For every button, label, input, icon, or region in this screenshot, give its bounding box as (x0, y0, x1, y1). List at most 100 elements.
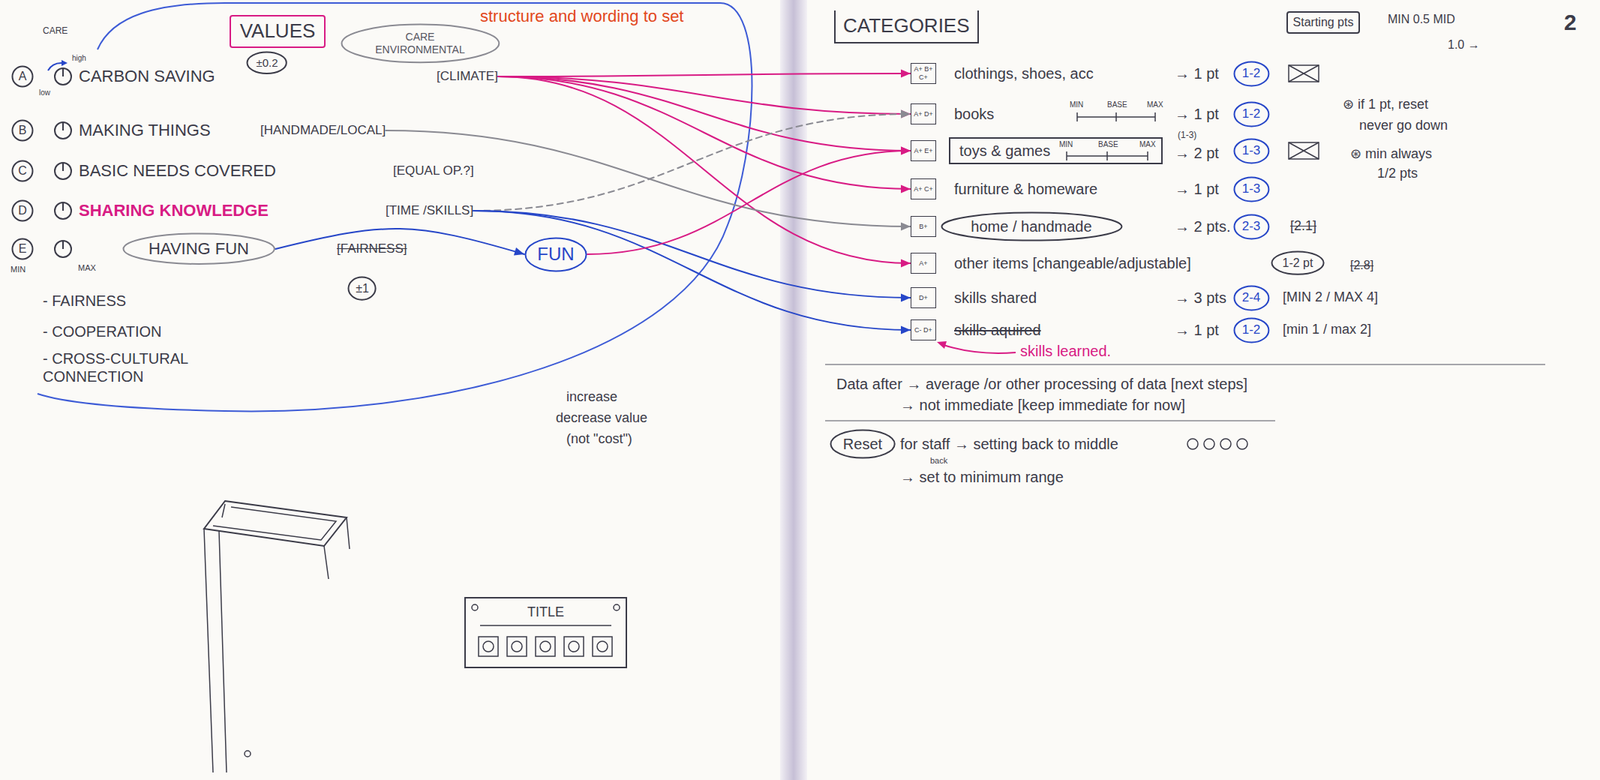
note: Data after → average /or other processin… (836, 375, 1248, 394)
values-heading: VALUES (229, 15, 327, 48)
node-text: clothings, shoes, acc (954, 64, 1094, 83)
dial (54, 68, 72, 85)
letter-circle: C (11, 159, 34, 183)
care-ellipse: CARE ENVIRONMENTAL (340, 23, 501, 64)
connector-line (498, 76, 911, 151)
arrow-head (61, 60, 68, 67)
page-gutter (780, 0, 808, 780)
scale-label: BASE (1098, 140, 1119, 150)
dial-label: MAX (78, 263, 97, 274)
node-text: 1-2 (1242, 322, 1261, 338)
note: CARE (42, 25, 68, 37)
note: never go down (1359, 117, 1448, 135)
scale-label: MIN (1069, 100, 1084, 110)
ellipse-outline (12, 66, 34, 88)
connector (587, 147, 911, 255)
dial-pointer (62, 68, 64, 77)
range-circle: 1-2 (1233, 101, 1270, 128)
ellipse-outline (1233, 138, 1269, 163)
list-item: - FAIRNESS (42, 291, 127, 310)
category-icon: A+ D+ (910, 103, 937, 125)
cross-out (1288, 65, 1319, 82)
connector-line (498, 76, 911, 264)
knob (540, 641, 551, 652)
points: → 1 pt (1174, 180, 1219, 199)
node-text: other items [changeable/adjustable] (954, 254, 1192, 273)
node-text: E (18, 241, 28, 256)
knob (478, 636, 499, 657)
box-sketch (204, 504, 350, 773)
connector (498, 76, 911, 119)
connector-line (498, 76, 911, 190)
node-text: skills aquired (954, 321, 1042, 340)
node-text: FUN (537, 243, 574, 266)
range-circle: ±0.2 (246, 51, 288, 76)
category-row: skills shared (954, 288, 1037, 307)
knob (592, 636, 613, 657)
node-text: SHARING KNOWLEDGE (78, 201, 269, 221)
arrow-head (900, 110, 911, 119)
note: for staff → setting back to middle (900, 435, 1119, 454)
node-text: C (18, 163, 28, 178)
fun-circle: FUN (524, 237, 588, 273)
node-text: 1-3 (1242, 143, 1261, 159)
node-text: 2-3 (1242, 219, 1261, 235)
node-text: 1-2 (1242, 66, 1261, 82)
ellipse-outline (1233, 102, 1269, 127)
dial-pointer (62, 162, 64, 172)
categories-heading: CATEGORIES (834, 10, 979, 43)
scale-note: 2 (1563, 9, 1577, 37)
dial-label: low (39, 88, 51, 98)
scale-tick (1115, 112, 1117, 122)
dial-pointer (62, 240, 64, 250)
knob (597, 641, 608, 652)
category-row: furniture & homeware (954, 180, 1098, 199)
annotation: structure and wording to set (480, 6, 684, 27)
dial-pointer (62, 122, 64, 131)
box-sketch (244, 750, 251, 757)
node-text: D+ (912, 294, 934, 303)
note: ⊛ if 1 pt, reset (1342, 96, 1429, 114)
ellipse-outline (341, 24, 499, 64)
panel-line (480, 624, 612, 627)
scale-label: BASE (1107, 100, 1128, 110)
note: back (930, 456, 948, 466)
fun-ellipse: HAVING FUN (122, 232, 276, 265)
note: → set to minimum range (900, 468, 1064, 487)
knob (511, 641, 523, 652)
node-text: VALUES (240, 19, 316, 43)
arrow-head (900, 147, 911, 156)
connector (473, 210, 911, 335)
knob-mark (1236, 438, 1248, 450)
node-text: [TIME /SKILLS] (385, 203, 474, 219)
struck-note: [FAIRNESS] (336, 241, 408, 257)
note: (not "cost") (566, 431, 633, 448)
category-row: skills aquired (954, 321, 1042, 340)
arrow-head (900, 147, 911, 156)
category-icon: C- D+ (910, 319, 937, 341)
node-text: A+ E+ (912, 147, 934, 156)
dial-pointer (62, 202, 64, 211)
screw (613, 604, 620, 611)
range-note: [MIN 2 / MAX 4] (1282, 289, 1378, 307)
note: decrease value (555, 410, 648, 427)
category-icon: A+ C+ (910, 178, 937, 200)
ellipse-outline (830, 429, 895, 458)
arrow-head (900, 222, 911, 232)
node-text: CARBON SAVING (78, 66, 216, 87)
scale-note: MIN 0.5 MID (1387, 12, 1456, 27)
points: → 2 pts. (1174, 217, 1231, 236)
value-row: CARBON SAVING[CLIMATE] (78, 66, 499, 87)
scale-tick (1106, 151, 1108, 161)
list-item: - CROSS-CULTURAL CONNECTION (42, 349, 223, 386)
scale-tick (1065, 151, 1068, 161)
node-text: Reset (843, 435, 883, 454)
ellipse-outline (525, 237, 586, 271)
ellipse-outline (12, 201, 34, 222)
ellipse-outline (123, 234, 274, 265)
rule-line (825, 420, 1276, 422)
dial (54, 202, 72, 220)
node-text: toys & games (959, 141, 1051, 160)
node-text: A (18, 69, 28, 84)
